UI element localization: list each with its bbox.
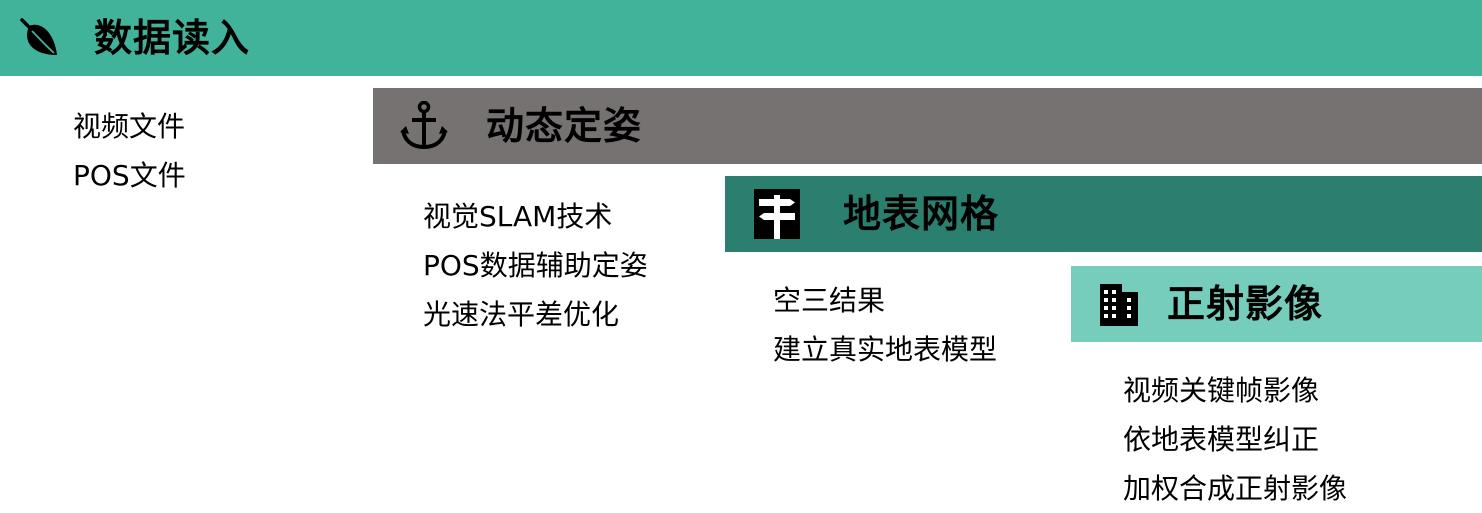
list-item: 视觉SLAM技术 bbox=[423, 200, 613, 233]
list-item: 视频文件 bbox=[73, 110, 186, 143]
stage-item-list: 空三结果 建立真实地表模型 bbox=[773, 276, 997, 374]
stage-title: 正射影像 bbox=[1167, 282, 1324, 326]
list-item: 光速法平差优化 bbox=[423, 298, 620, 331]
anchor-icon bbox=[400, 101, 448, 151]
stage-item-list: 视频文件 POS文件 bbox=[73, 102, 186, 200]
stage-title: 动态定姿 bbox=[486, 104, 643, 148]
stage-banner-data-input: 数据读入 bbox=[0, 0, 1482, 76]
stage-banner-dynamic-pose: 动态定姿 bbox=[373, 88, 1482, 164]
stage-banner-surface-mesh: 地表网格 bbox=[725, 176, 1482, 252]
list-item: 建立真实地表模型 bbox=[773, 333, 998, 366]
list-item: POS文件 bbox=[73, 159, 186, 192]
signpost-icon bbox=[754, 189, 800, 239]
stage-item-list: 视频关键帧影像 依地表模型纠正 加权合成正射影像 bbox=[1123, 366, 1347, 513]
list-item: 空三结果 bbox=[773, 284, 886, 317]
leaf-icon bbox=[18, 17, 60, 59]
list-item: 视频关键帧影像 bbox=[1123, 374, 1320, 407]
stage-item-list: 视觉SLAM技术 POS数据辅助定姿 光速法平差优化 bbox=[423, 192, 648, 339]
stage-title: 数据读入 bbox=[94, 16, 251, 60]
stage-title: 地表网格 bbox=[843, 192, 1000, 236]
list-item: 依地表模型纠正 bbox=[1123, 423, 1320, 456]
building-icon bbox=[1100, 282, 1138, 326]
stage-banner-ortho-image: 正射影像 bbox=[1071, 266, 1482, 342]
list-item: 加权合成正射影像 bbox=[1123, 472, 1348, 505]
list-item: POS数据辅助定姿 bbox=[423, 249, 648, 282]
